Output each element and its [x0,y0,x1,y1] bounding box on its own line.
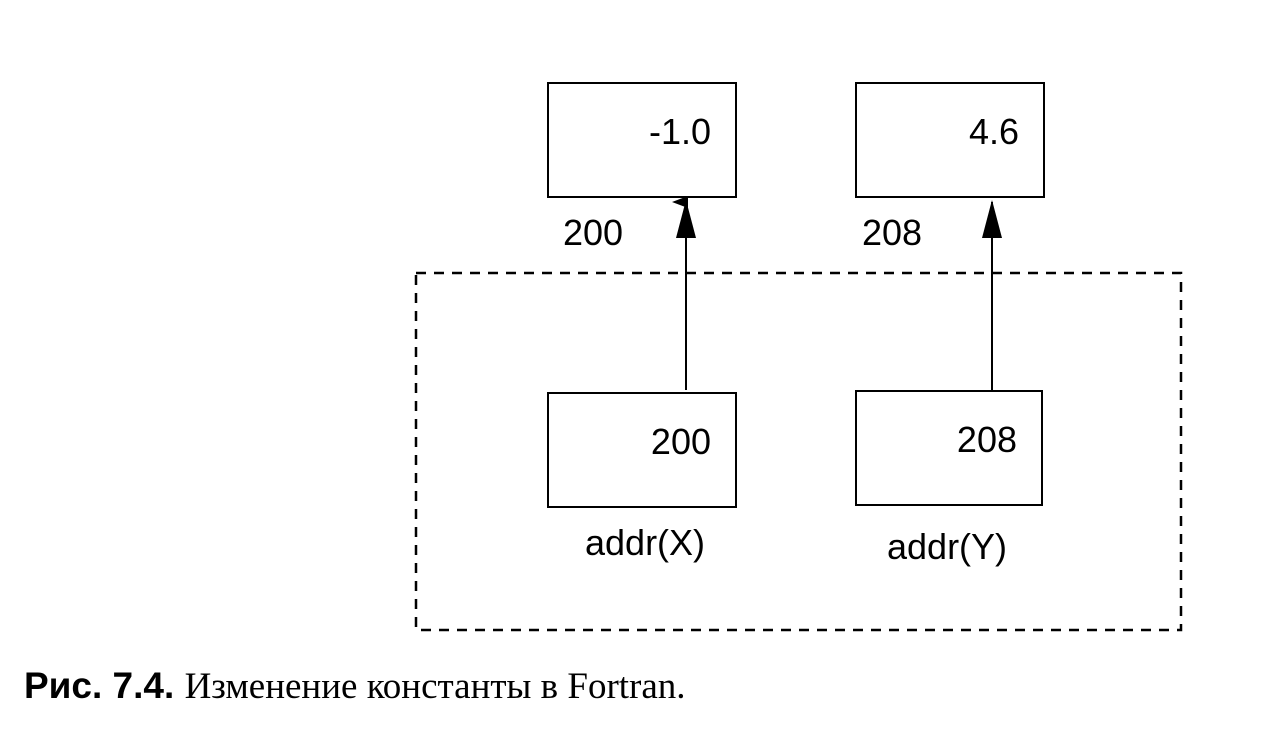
pointer-cell-label: addr(X) [585,522,706,563]
pointer-cell-y: 208 [855,390,1043,506]
caption-text: Изменение константы в Fortran. [184,666,686,707]
pointer-arrowhead-y [982,200,1002,238]
pointer-cell-x: 200 [547,392,737,508]
memory-cell-value: 4.6 [968,111,1019,152]
memory-cell-y: 4.6 [855,82,1045,198]
pointer-arrowhead-x [676,200,696,238]
caption-number: Рис. 7.4. [24,665,175,706]
memory-cell-value: -1.0 [648,111,711,152]
dashed-region [414,271,1183,632]
memory-cell-address: 208 [862,212,923,253]
memory-cell-address: 200 [563,212,624,253]
memory-cell-x: -1.0 [547,82,737,198]
figure-caption: Рис. 7.4. Изменение константы в Fortran. [24,662,686,711]
pointer-cell-label: addr(Y) [887,526,1008,567]
pointer-cell-value: 208 [956,419,1017,460]
pointer-cell-value: 200 [650,421,711,462]
